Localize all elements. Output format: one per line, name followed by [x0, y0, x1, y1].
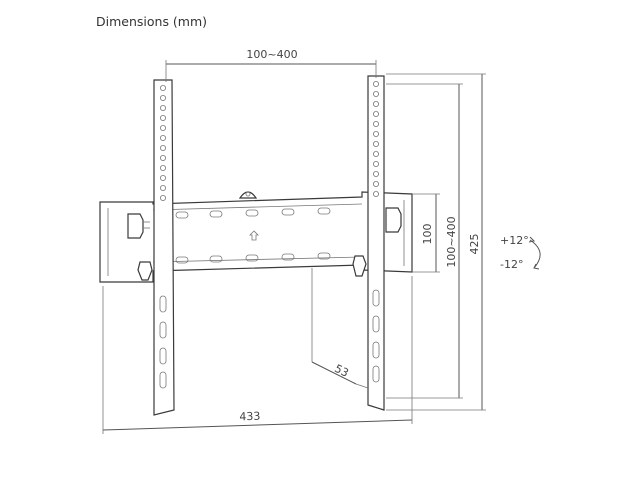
diagram-title: Dimensions (mm)	[96, 14, 208, 29]
curved-arrow-icon	[528, 236, 541, 270]
width-dimension: 433	[102, 276, 413, 434]
vertical-span-dimension: 100~400	[386, 83, 463, 399]
top-span-label: 100~400	[246, 48, 297, 61]
vertical-span-label: 100~400	[445, 216, 458, 267]
plate-height-dimension: 100	[412, 193, 440, 273]
up-arrow-icon	[249, 230, 259, 241]
plate-slots-upper	[175, 207, 331, 219]
total-height-dimension: 425	[386, 73, 486, 411]
tilt-down-label: -12°	[500, 258, 523, 271]
tilt-up-label: +12°	[500, 234, 529, 247]
right-tilt-knob	[385, 207, 402, 233]
top-span-dimension: 100~400	[165, 48, 377, 82]
left-arm-slots	[159, 295, 167, 389]
depth-dimension: 53	[311, 268, 369, 389]
right-vertical-arm	[367, 75, 385, 411]
total-height-label: 425	[468, 234, 481, 255]
wall-plate	[99, 191, 413, 283]
width-label: 433	[239, 410, 260, 424]
right-arm-slots	[372, 289, 380, 383]
depth-label: 53	[332, 362, 350, 380]
right-arm-holes	[372, 81, 379, 197]
left-arm-holes	[159, 85, 166, 201]
plate-height-label: 100	[421, 224, 434, 245]
tilt-indicator: +12° -12°	[500, 234, 541, 271]
plate-slots-lower	[175, 252, 331, 264]
left-vertical-arm	[153, 79, 175, 416]
left-tilt-knob	[127, 213, 150, 239]
